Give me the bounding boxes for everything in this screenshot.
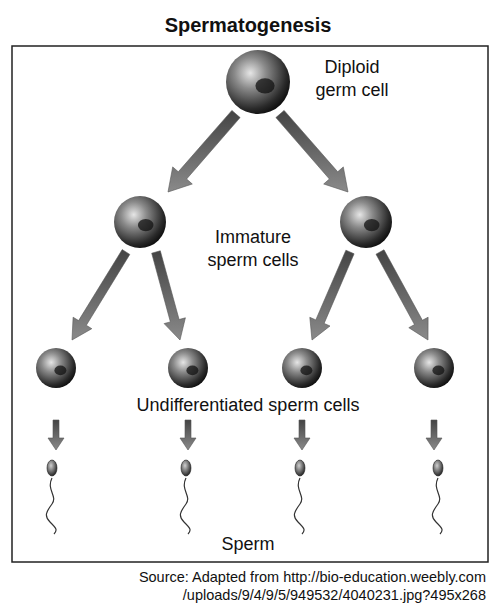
cell [114, 196, 166, 248]
nucleus [138, 219, 154, 231]
arrow [276, 110, 348, 192]
arrow [376, 250, 428, 340]
stage-label: Immature sperm cells [194, 226, 312, 273]
caption: Source: Adapted from http://bio-educatio… [20, 568, 486, 604]
arrow [426, 420, 442, 450]
sperm-cell [294, 460, 305, 534]
cell-body [282, 348, 322, 388]
stage-label: Sperm [188, 533, 308, 556]
sperm-head [181, 460, 191, 476]
cell [168, 348, 208, 388]
arrow [310, 250, 354, 340]
title: Spermatogenesis [98, 12, 398, 38]
nucleus [186, 366, 198, 376]
arrow [168, 110, 240, 192]
arrow [294, 420, 310, 450]
nucleus [300, 366, 312, 376]
cell [414, 348, 454, 388]
sperm-tail [46, 478, 56, 534]
stage-label: Diploid germ cell [304, 56, 400, 103]
sperm-tail [294, 478, 304, 534]
nucleus [54, 366, 66, 376]
sperm-cell [432, 460, 443, 534]
cell [226, 50, 290, 114]
frame [12, 46, 488, 562]
cell [36, 348, 76, 388]
nucleus [432, 366, 444, 376]
cell [282, 348, 322, 388]
cell-body [114, 196, 166, 248]
sperm-head [433, 460, 443, 476]
nucleus [255, 78, 274, 93]
cell-body [36, 348, 76, 388]
sperm-head [295, 460, 305, 476]
nucleus [364, 219, 380, 231]
sperm-tail [432, 478, 442, 534]
arrow [180, 420, 196, 450]
cell-body [340, 196, 392, 248]
arrow [48, 420, 64, 450]
stage-label: Undifferentiated sperm cells [98, 394, 398, 417]
cell-body [414, 348, 454, 388]
sperm-cell [180, 460, 191, 534]
cell-body [226, 50, 290, 114]
cell [340, 196, 392, 248]
sperm-tail [180, 478, 190, 534]
cell-body [168, 348, 208, 388]
sperm-cell [46, 460, 57, 534]
sperm-head [47, 460, 57, 476]
arrow [152, 251, 186, 340]
arrow [72, 250, 130, 340]
